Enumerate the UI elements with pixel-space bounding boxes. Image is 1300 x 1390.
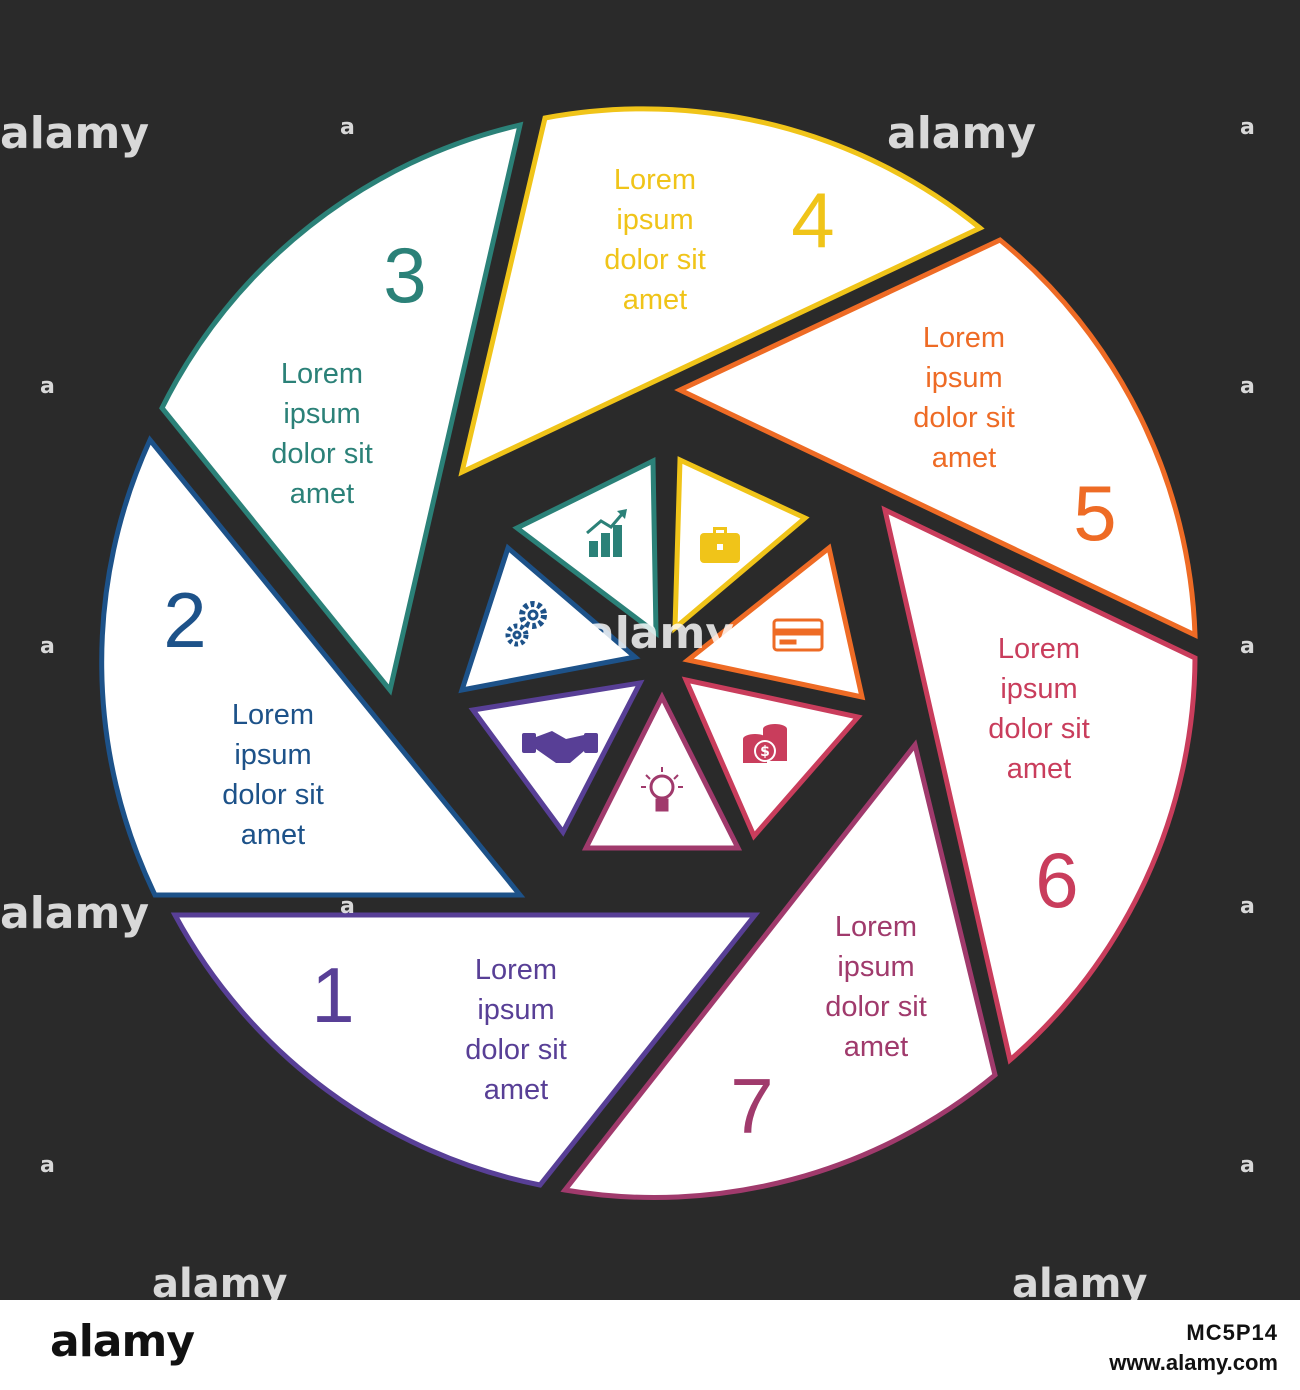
watermark: alamy	[0, 888, 149, 939]
gears-icon	[505, 601, 547, 647]
footer-url: www.alamy.com	[1109, 1350, 1278, 1375]
segment-1-text-line: ipsum	[477, 994, 554, 1026]
watermark-small: a	[40, 1153, 55, 1178]
segment-5-text: Lorem ipsum dolor sit amet	[913, 322, 1015, 474]
segment-5	[674, 237, 1198, 640]
inner-triangle-7	[581, 691, 743, 851]
segment-7	[560, 739, 998, 1200]
segment-1-text-line: dolor sit	[465, 1034, 567, 1066]
watermark-small: a	[1240, 634, 1255, 659]
segment-7-number: 7	[730, 1062, 773, 1150]
segment-7-text-line: Lorem	[835, 911, 917, 943]
watermark-small: a	[340, 894, 355, 919]
segment-2-text-line: amet	[241, 819, 305, 851]
segment-1-number: 1	[311, 951, 354, 1039]
watermark-small: a	[40, 374, 55, 399]
segment-2-number: 2	[163, 576, 206, 664]
segment-6-number: 6	[1035, 836, 1078, 924]
segment-5-text-line: amet	[932, 442, 996, 474]
segment-2	[99, 435, 526, 898]
segment-4-text-line: amet	[623, 284, 687, 316]
segment-4	[458, 106, 985, 477]
segment-3-text-line: Lorem	[281, 358, 363, 390]
inner-triangle-3	[512, 457, 659, 639]
segment-6-text-line: ipsum	[1000, 673, 1077, 705]
watermark-small: a	[40, 634, 55, 659]
segment-3-text-line: ipsum	[283, 398, 360, 430]
segment-4-text-line: ipsum	[616, 204, 693, 236]
segment-4-number: 4	[791, 176, 834, 264]
segment-1-text-line: Lorem	[475, 954, 557, 986]
segment-1	[170, 912, 761, 1188]
briefcase-icon	[700, 527, 740, 563]
shutter-circle-diagram: $ 1 2 3 4 5 6 7 Lorem ipsum dolor sit am…	[0, 106, 1255, 1300]
segment-3	[159, 121, 524, 696]
segment-3-text-line: dolor sit	[271, 438, 373, 470]
segment-2-text-line: ipsum	[234, 739, 311, 771]
watermark-small: a	[1240, 1153, 1255, 1178]
coins-icon: $	[743, 724, 787, 763]
segment-4-text-line: dolor sit	[604, 244, 706, 276]
segment-6-text: Lorem ipsum dolor sit amet	[988, 633, 1090, 785]
watermark-layer: alamy alamy alamy alamy alamy alamy a a …	[0, 108, 1255, 1300]
watermark-small: a	[340, 115, 355, 140]
inner-triangle-2	[458, 543, 641, 694]
watermark-small: a	[1240, 894, 1255, 919]
segment-2-text: Lorem ipsum dolor sit amet	[222, 699, 324, 851]
watermark: alamy	[585, 608, 734, 659]
footer-logo: alamy	[50, 1316, 195, 1367]
segment-1-text: Lorem ipsum dolor sit amet	[465, 954, 567, 1106]
segment-3-text: Lorem ipsum dolor sit amet	[271, 358, 373, 510]
segment-7-text-line: amet	[844, 1031, 908, 1063]
segment-6-text-line: dolor sit	[988, 713, 1090, 745]
watermark: alamy	[0, 108, 149, 159]
segment-7-text-line: ipsum	[837, 951, 914, 983]
segment-5-text-line: ipsum	[925, 362, 1002, 394]
image-id: MC5P14	[1186, 1320, 1278, 1345]
watermark-small: a	[1240, 115, 1255, 140]
growth-chart-icon	[586, 509, 627, 557]
stock-footer: alamy MC5P14 www.alamy.com	[0, 1300, 1300, 1390]
segment-6	[881, 505, 1198, 1065]
credit-card-icon	[772, 618, 824, 652]
segment-2-text-line: Lorem	[232, 699, 314, 731]
segment-7-text-line: dolor sit	[825, 991, 927, 1023]
segment-7-text: Lorem ipsum dolor sit amet	[825, 911, 927, 1063]
segment-4-text-line: Lorem	[614, 164, 696, 196]
segment-5-number: 5	[1073, 469, 1116, 557]
watermark: alamy	[887, 108, 1036, 159]
segment-5-text-line: dolor sit	[913, 402, 1015, 434]
segment-3-text-line: amet	[290, 478, 354, 510]
watermark: alamy	[1012, 1261, 1147, 1300]
lightbulb-icon	[641, 767, 683, 812]
handshake-icon	[522, 731, 598, 763]
watermark: alamy	[152, 1261, 287, 1300]
segment-1-text-line: amet	[484, 1074, 548, 1106]
diagram-canvas: $ 1 2 3 4 5 6 7 Lorem ipsum dolor sit am…	[0, 0, 1300, 1300]
segment-4-text: Lorem ipsum dolor sit amet	[604, 164, 706, 316]
svg-text:$: $	[760, 744, 770, 760]
segment-2-text-line: dolor sit	[222, 779, 324, 811]
segment-5-text-line: Lorem	[923, 322, 1005, 354]
watermark-small: a	[1240, 374, 1255, 399]
segment-6-text-line: Lorem	[998, 633, 1080, 665]
segment-6-text-line: amet	[1007, 753, 1071, 785]
segment-3-number: 3	[383, 231, 426, 319]
footer-info: MC5P14 www.alamy.com	[1109, 1320, 1278, 1376]
